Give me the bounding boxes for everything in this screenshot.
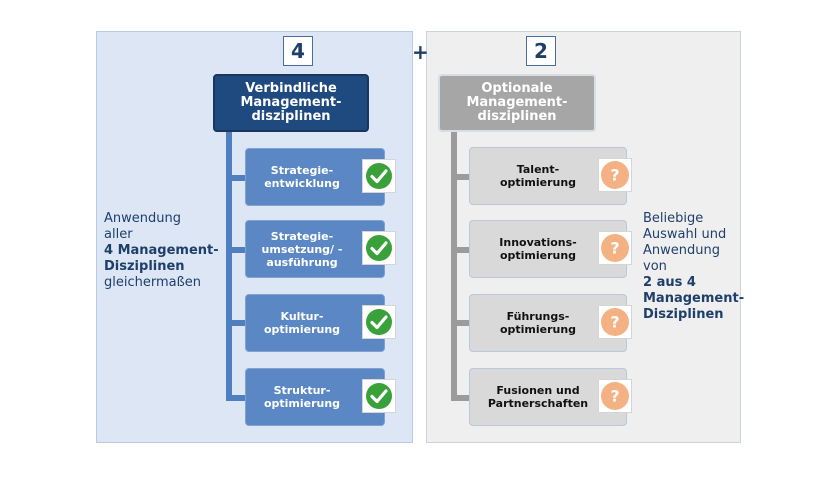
discipline-strategy-development: Strategie-entwicklung <box>245 148 396 206</box>
checkmark-icon <box>362 231 396 265</box>
discipline-strategy-execution: Strategie-umsetzung/ -ausführung <box>245 220 396 278</box>
discipline-structure-optimization: Struktur-optimierung <box>245 368 396 426</box>
optional-header: Optionale Management-disziplinen <box>438 74 596 132</box>
annotation-emphasis: Disziplinen <box>643 307 724 322</box>
optional-connector-line <box>451 132 457 400</box>
discipline-talent-optimization: Talent-optimierung ? <box>469 147 632 205</box>
checkmark-icon <box>362 305 396 339</box>
mandatory-header-label: Verbindliche Management-disziplinen <box>240 81 342 124</box>
mandatory-count-box: 4 <box>283 36 313 66</box>
question-mark-glyph: ? <box>610 313 619 332</box>
optional-count-box: 2 <box>526 36 556 66</box>
discipline-label: Fusionen und Partnerschaften <box>487 384 589 410</box>
connector-branch <box>451 247 471 253</box>
connector-branch <box>451 174 471 180</box>
discipline-label: Talent-optimierung <box>499 163 577 189</box>
discipline-innovation-optimization: Innovations-optimierung ? <box>469 220 632 278</box>
optional-annotation: Beliebige Auswahl und Anwendung von 2 au… <box>643 211 753 323</box>
annotation-line: Auswahl und <box>643 227 727 242</box>
discipline-label: Führungs-optimierung <box>499 310 577 336</box>
annotation-line: Anwendung <box>643 243 720 258</box>
connector-branch <box>226 247 246 253</box>
discipline-mergers-partnerships: Fusionen und Partnerschaften ? <box>469 368 632 426</box>
question-icon: ? <box>598 158 632 192</box>
annotation-line: gleichermaßen <box>104 275 202 290</box>
question-mark-glyph: ? <box>610 166 619 185</box>
connector-branch <box>451 395 471 401</box>
annotation-line: Beliebige <box>643 211 704 226</box>
discipline-label: Struktur-optimierung <box>263 384 341 410</box>
discipline-label: Strategie-entwicklung <box>264 164 340 190</box>
optional-header-label: Optionale Management-disziplinen <box>466 81 568 124</box>
annotation-line: von <box>643 259 667 274</box>
annotation-emphasis: 2 aus 4 <box>643 275 696 290</box>
mandatory-connector-line <box>226 132 232 400</box>
annotation-emphasis: Disziplinen <box>104 259 185 274</box>
annotation-emphasis: 4 Management- <box>104 243 219 258</box>
question-icon: ? <box>598 231 632 265</box>
connector-branch <box>226 320 246 326</box>
mandatory-annotation: Anwendung aller 4 Management- Diszipline… <box>104 211 224 291</box>
discipline-label: Strategie-umsetzung/ -ausführung <box>261 229 343 269</box>
connector-branch <box>451 320 471 326</box>
annotation-emphasis: Management- <box>643 291 745 306</box>
discipline-label: Kultur-optimierung <box>263 310 341 336</box>
plus-sign: + <box>412 40 429 64</box>
question-icon: ? <box>598 305 632 339</box>
checkmark-icon <box>362 159 396 193</box>
question-mark-glyph: ? <box>610 239 619 258</box>
mandatory-header: Verbindliche Management-disziplinen <box>213 74 369 132</box>
discipline-culture-optimization: Kultur-optimierung <box>245 294 396 352</box>
question-icon: ? <box>598 379 632 413</box>
annotation-line: Anwendung <box>104 211 181 226</box>
connector-branch <box>226 175 246 181</box>
discipline-label: Innovations-optimierung <box>499 236 577 262</box>
question-mark-glyph: ? <box>610 387 619 406</box>
connector-branch <box>226 395 246 401</box>
checkmark-icon <box>362 379 396 413</box>
discipline-leadership-optimization: Führungs-optimierung ? <box>469 294 632 352</box>
annotation-line: aller <box>104 227 133 242</box>
